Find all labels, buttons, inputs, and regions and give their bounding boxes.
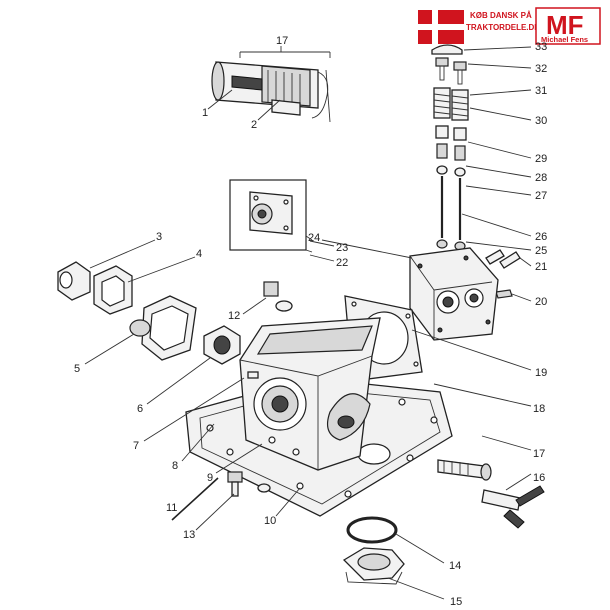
mf-logo: MF Michael Fens [535,7,601,45]
callout-20: 20 [535,296,547,308]
callout-12: 12 [228,310,240,322]
callout-16: 16 [533,472,545,484]
callout-1: 1 [202,107,208,119]
callout-28: 28 [535,172,547,184]
callout-31: 31 [535,85,547,97]
callout-numbers: 17 1 2 33 32 31 30 29 28 27 26 25 21 20 … [74,35,547,608]
callout-2: 2 [251,119,257,131]
brand-line-1: KØB DANSK PÅ [470,11,532,20]
callout-9: 9 [207,472,213,484]
callout-22: 22 [336,257,348,269]
bottom-left-components [171,471,271,521]
callout-17: 17 [533,448,545,460]
callout-33: 33 [535,41,547,53]
callout-32: 32 [535,63,547,75]
callout-17-top: 17 [276,35,288,47]
top-cylinder-assembly [211,51,331,123]
side-components [57,261,293,365]
callout-11: 11 [166,502,177,514]
callout-7: 7 [133,440,139,452]
leader-lines [84,46,532,600]
valve-stack [431,44,521,299]
inset-detail-box [229,179,313,253]
callout-15: 15 [450,596,462,608]
callout-5: 5 [74,363,80,375]
callout-30: 30 [535,115,547,127]
callout-29: 29 [535,153,547,165]
callout-3: 3 [156,231,162,243]
bottom-components [342,459,545,585]
brand-line-2: TRAKTORDELE.DK [466,23,540,32]
valve-block [409,247,499,341]
callout-23: 23 [336,242,348,254]
callout-26: 26 [535,231,547,243]
callout-13: 13 [183,529,195,541]
callout-14: 14 [449,560,461,572]
mf-logo-name: Michael Fens [541,35,588,44]
main-housing [239,317,381,471]
callout-27: 27 [535,190,547,202]
callout-19: 19 [535,367,547,379]
callout-10: 10 [264,515,276,527]
callout-4: 4 [196,248,202,260]
callout-24: 24 [308,232,320,244]
callout-8: 8 [172,460,178,472]
mf-logo-text: MF [546,10,584,40]
callout-25: 25 [535,245,547,257]
callout-21: 21 [535,261,547,273]
callout-6: 6 [137,403,143,415]
callout-18: 18 [533,403,545,415]
danish-flag-logo [418,10,464,44]
